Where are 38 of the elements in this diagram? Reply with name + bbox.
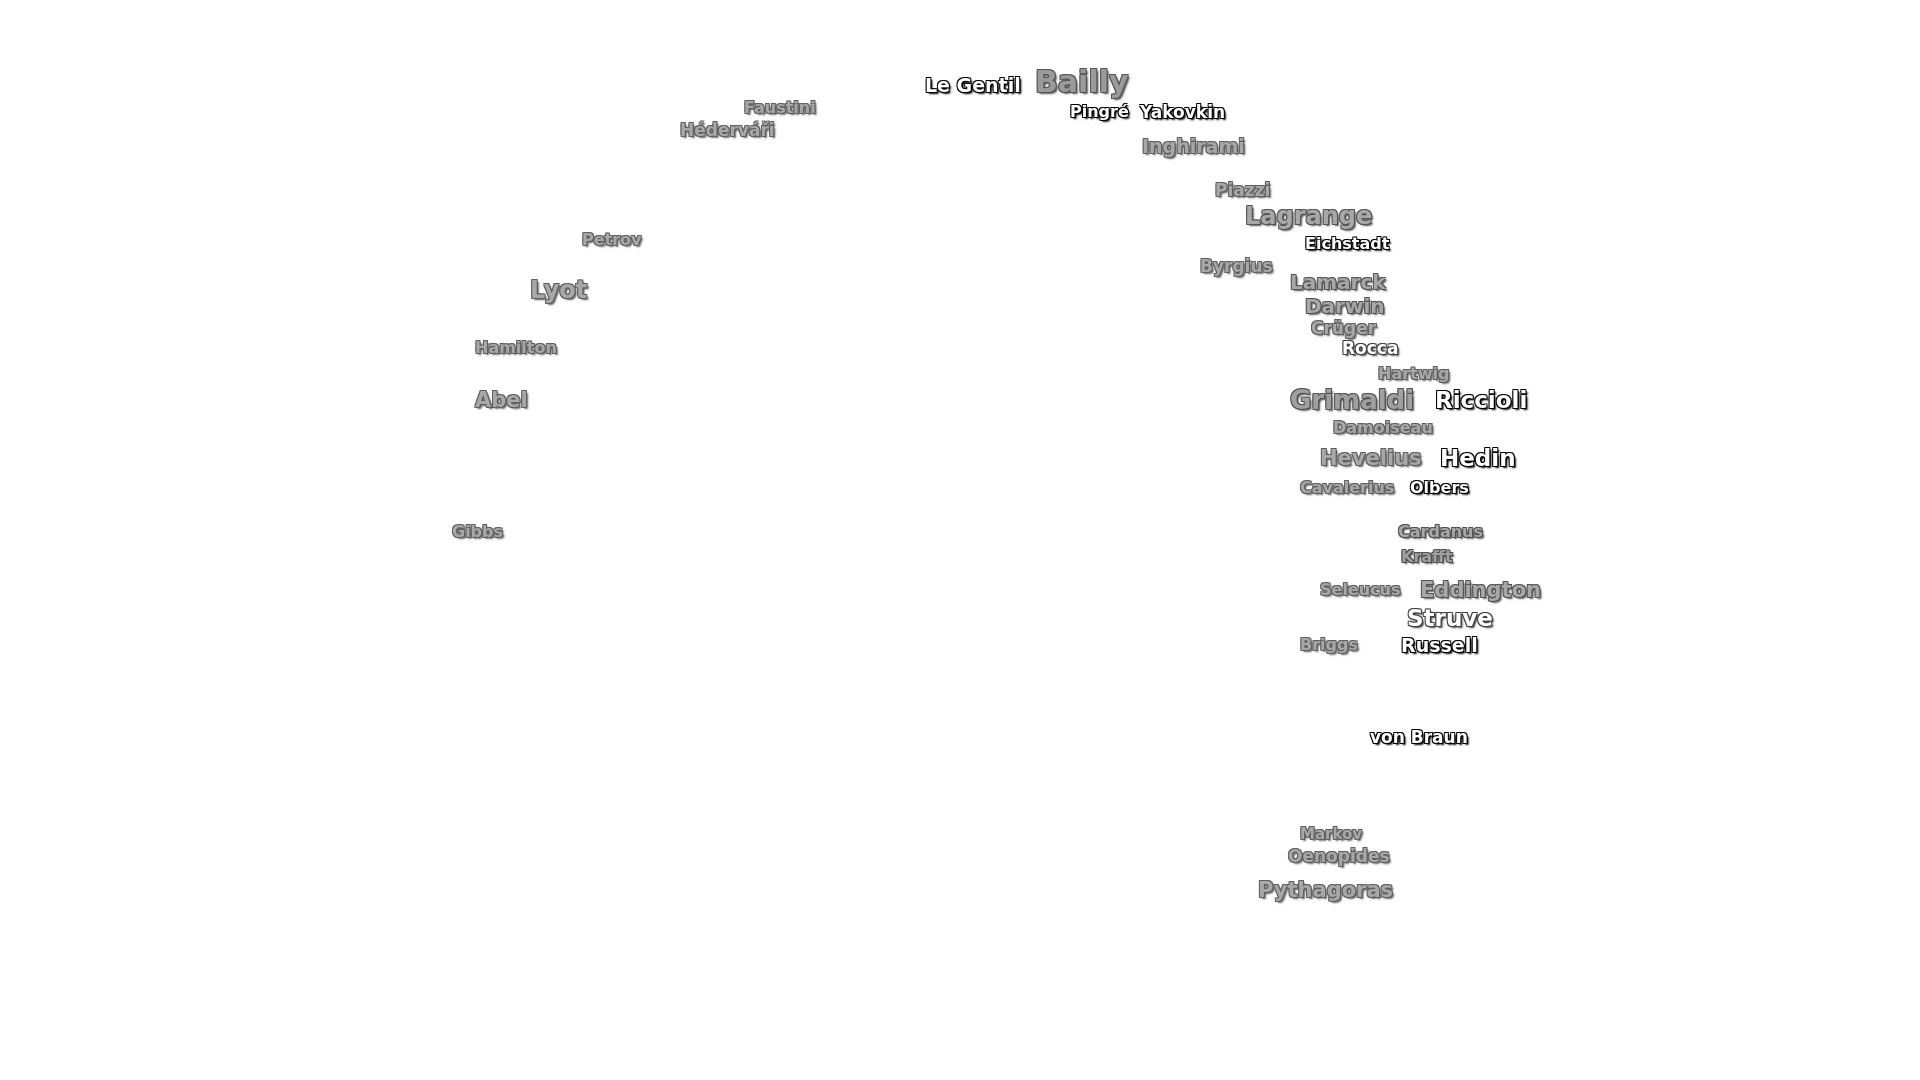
- crater-name: Markov: [1300, 826, 1363, 842]
- crater-name: Struve: [1407, 606, 1493, 630]
- crater-name: Olbers: [1410, 480, 1469, 496]
- crater-name: Eddington: [1420, 579, 1541, 601]
- crater-name: Hartwig: [1378, 366, 1450, 382]
- crater-name: Rocca: [1342, 339, 1399, 357]
- crater-name: Hevelius: [1320, 447, 1422, 469]
- crater-name: Byrgius: [1200, 257, 1273, 275]
- crater-name: Cavalerius: [1300, 480, 1395, 496]
- crater-name: Héderváři: [680, 121, 775, 139]
- crater-name: Piazzi: [1215, 181, 1271, 199]
- crater-name: Cardanus: [1398, 524, 1483, 540]
- crater-name: Grimaldi: [1290, 387, 1415, 413]
- crater-name: von Braun: [1370, 728, 1468, 746]
- crater-name: Lagrange: [1245, 204, 1373, 228]
- crater-name: Inghirami: [1142, 136, 1245, 156]
- crater-name: Lamarck: [1290, 272, 1386, 292]
- crater-name: Petrov: [582, 232, 642, 248]
- crater-name: Bailly: [1035, 67, 1129, 97]
- crater-name: Riccioli: [1435, 388, 1528, 412]
- crater-name: Yakovkin: [1140, 103, 1226, 121]
- crater-name: Faustini: [744, 100, 816, 116]
- crater-name: Abel: [475, 389, 528, 411]
- crater-name: Hedin: [1440, 446, 1516, 470]
- crater-name: Eichstadt: [1305, 236, 1390, 252]
- crater-name: Pythagoras: [1258, 879, 1394, 901]
- crater-name: Le Gentil: [925, 75, 1021, 95]
- crater-name: Darwin: [1305, 296, 1385, 316]
- crater-name: Briggs: [1300, 637, 1358, 653]
- crater-name: Lyot: [530, 278, 588, 302]
- crater-name: Hamilton: [475, 340, 557, 356]
- crater-name: Russell: [1401, 635, 1478, 655]
- crater-name: Seleucus: [1320, 582, 1401, 598]
- crater-name: Krafft: [1401, 549, 1453, 565]
- crater-name: Damoiseau: [1333, 420, 1433, 436]
- crater-name: Oenopides: [1288, 847, 1390, 865]
- crater-name: Crüger: [1311, 319, 1377, 337]
- crater-name: Gibbs: [452, 524, 504, 540]
